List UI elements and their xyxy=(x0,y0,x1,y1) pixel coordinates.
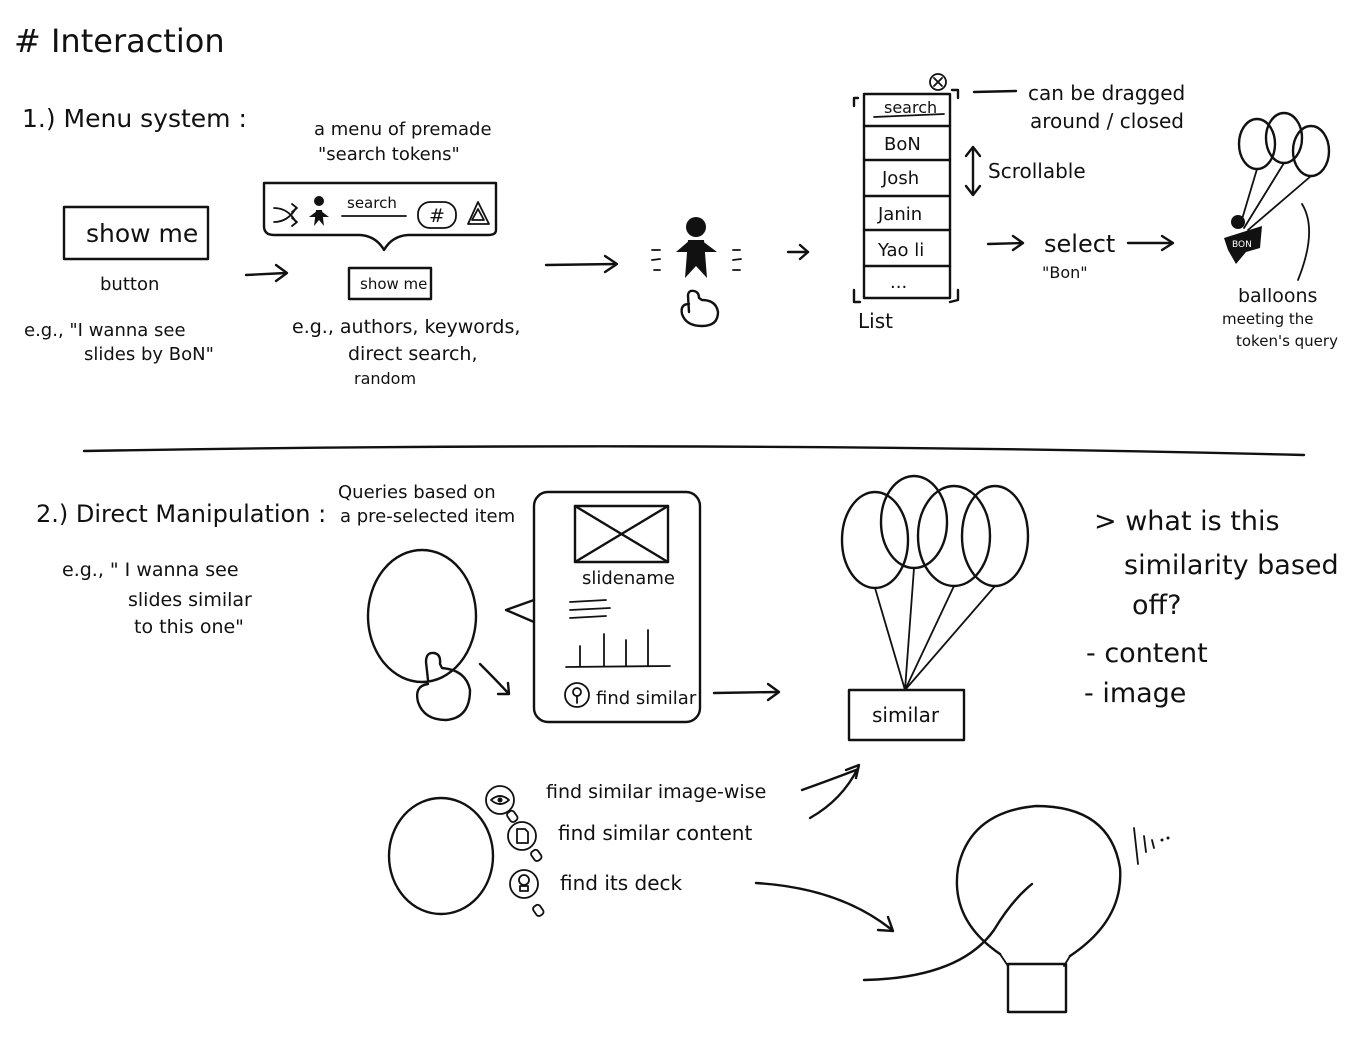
hashtag-glyph: # xyxy=(429,205,445,227)
person-token-drag xyxy=(651,217,742,278)
list-item[interactable]: Janin xyxy=(877,204,922,225)
list-item[interactable]: BoN xyxy=(884,134,921,155)
show-me-button[interactable]: show me xyxy=(62,205,210,261)
option-find-its-deck[interactable]: find its deck xyxy=(509,869,682,917)
hashtag-token-icon[interactable]: # xyxy=(417,201,457,229)
list-item[interactable]: ... xyxy=(890,272,907,293)
scrollable-label: Scrollable xyxy=(988,159,1086,183)
arrow-card-to-similar xyxy=(712,682,781,702)
queries-note-line2: a pre-selected item xyxy=(340,506,515,527)
queries-note-line1: Queries based on xyxy=(338,482,496,503)
balloons-caption-line1: balloons xyxy=(1238,285,1317,307)
hand-icon xyxy=(680,289,720,328)
slide-balloon[interactable] xyxy=(366,548,478,684)
tokens-example-line3: random xyxy=(354,369,416,388)
page-title: # Interaction xyxy=(14,22,225,60)
balloons-caption-line2: meeting the xyxy=(1222,310,1314,328)
shuffle-icon[interactable] xyxy=(273,203,298,227)
slidename-label: slidename xyxy=(582,568,675,589)
scroll-arrow-icon xyxy=(964,145,982,197)
show-me-button-label: show me xyxy=(86,219,198,248)
drag-note-leader xyxy=(972,89,1018,94)
slide-thumbnail-image xyxy=(573,504,670,564)
slide-preview-card: slidename xyxy=(504,490,702,724)
find-similar-button[interactable]: find similar xyxy=(564,682,697,709)
tokens-example-line2: direct search, xyxy=(348,343,478,365)
mini-bar-chart xyxy=(565,629,671,668)
drag-note-line1: can be dragged xyxy=(1028,81,1185,105)
drag-note-line2: around / closed xyxy=(1030,109,1184,133)
option-deck-label: find its deck xyxy=(560,871,682,895)
similar-box[interactable]: similar xyxy=(847,688,966,742)
similar-box-label: similar xyxy=(872,703,940,727)
arrow-deck-to-balloon xyxy=(754,881,895,933)
menu-search-token[interactable]: search xyxy=(347,194,397,212)
similarity-question-line2: similarity based xyxy=(1124,550,1339,581)
list-item[interactable]: Josh xyxy=(881,168,919,189)
slide-balloon-bottom[interactable] xyxy=(387,796,495,916)
similarity-question-line1: > what is this xyxy=(1094,506,1280,537)
select-value: "Bon" xyxy=(1042,263,1088,282)
arrow-hand-to-card xyxy=(478,662,511,696)
balloons-caption-line3: token's query xyxy=(1236,332,1338,350)
hot-air-balloon-deck xyxy=(862,804,1170,1014)
section2-example-line3: to this one" xyxy=(134,616,244,638)
list-item[interactable]: Yao li xyxy=(877,240,924,261)
menu-note-line1: a menu of premade xyxy=(314,119,492,140)
list-close-icon[interactable] xyxy=(929,73,947,91)
button-caption: button xyxy=(100,274,159,295)
search-token-menu: search # xyxy=(262,181,498,252)
arrow-menu-to-person xyxy=(544,254,619,274)
list-item[interactable]: search xyxy=(884,98,937,117)
arrow-list-to-select xyxy=(986,234,1025,252)
section-divider xyxy=(82,445,1306,457)
example-1-line2: slides by BoN" xyxy=(84,344,214,365)
section1-heading: 1.) Menu system : xyxy=(22,104,247,133)
magnifier-icon xyxy=(564,682,590,708)
arrow-button-to-menu xyxy=(244,263,289,283)
bullet-content: - content xyxy=(1086,638,1208,669)
tokens-example-line1: e.g., authors, keywords, xyxy=(292,316,520,338)
similar-balloons xyxy=(840,474,1030,691)
eye-icon xyxy=(485,785,519,823)
arrow-person-to-list xyxy=(786,243,810,261)
option-find-similar-content[interactable]: find similar content xyxy=(507,821,752,862)
option-find-similar-image[interactable]: find similar image-wise xyxy=(485,781,766,823)
random-token-icon[interactable] xyxy=(467,201,490,225)
small-show-me-button[interactable]: show me xyxy=(347,266,433,301)
balloon-icon xyxy=(509,869,545,917)
arrow-select-to-balloons xyxy=(1126,234,1175,252)
section2-heading: 2.) Direct Manipulation : xyxy=(36,500,326,528)
similarity-question-line3: off? xyxy=(1132,590,1181,621)
token-list[interactable]: search BoN Josh Janin Yao li ... xyxy=(852,73,960,304)
section2-example-line2: slides similar xyxy=(128,589,252,611)
small-show-me-label: show me xyxy=(360,275,427,293)
option-image-label: find similar image-wise xyxy=(546,781,766,803)
find-similar-label: find similar xyxy=(596,688,697,709)
menu-note-line2: "search tokens" xyxy=(318,144,460,165)
arrow-options-to-similar xyxy=(800,763,861,820)
bullet-image: - image xyxy=(1084,678,1186,709)
section2-example-line1: e.g., " I wanna see xyxy=(62,559,239,581)
option-content-label: find similar content xyxy=(558,821,752,845)
avatar-tag: BON xyxy=(1232,240,1252,250)
author-token-icon[interactable] xyxy=(309,196,329,226)
balloons-illustration: BON xyxy=(1224,111,1331,281)
document-icon xyxy=(507,821,543,862)
select-label: select xyxy=(1044,230,1115,258)
hand-icon xyxy=(415,651,472,722)
list-caption: List xyxy=(858,309,893,333)
example-1-line1: e.g., "I wanna see xyxy=(24,320,186,341)
